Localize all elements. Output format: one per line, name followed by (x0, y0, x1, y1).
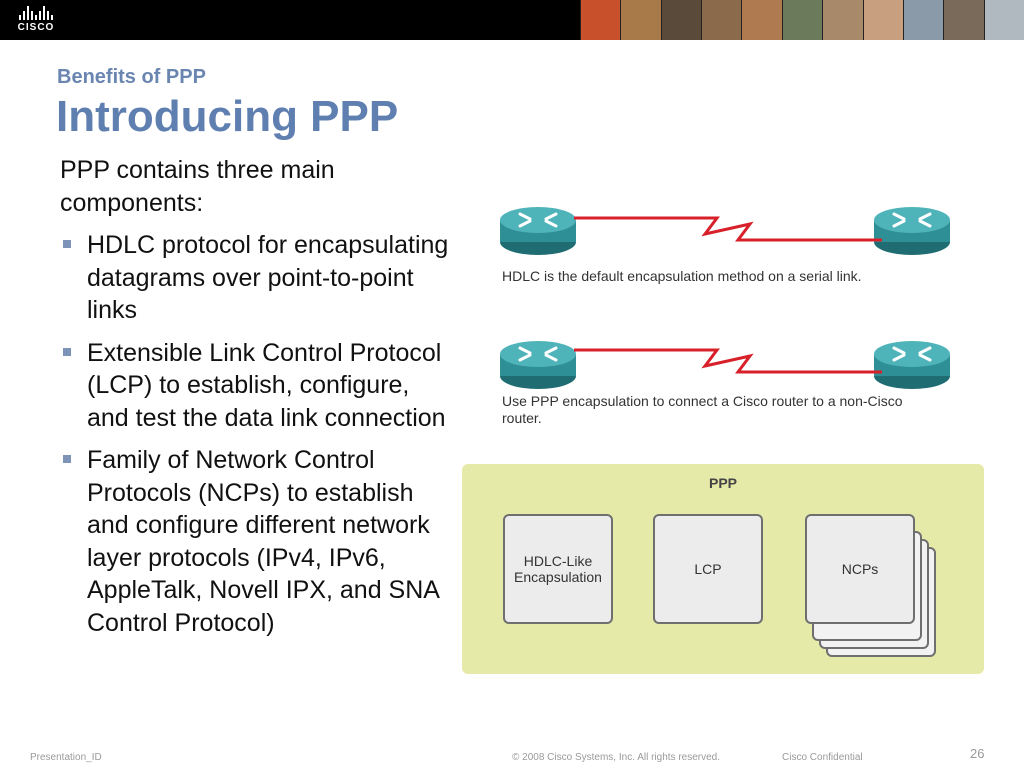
header-photo-tile (620, 0, 661, 40)
diagram-caption-hdlc: HDLC is the default encapsulation method… (502, 268, 862, 284)
router-icon (872, 339, 952, 391)
bullet-list: HDLC protocol for encapsulating datagram… (60, 229, 450, 639)
logo-text: CISCO (17, 22, 55, 33)
photo-strip (580, 0, 1024, 40)
confidential-label: Cisco Confidential (782, 752, 863, 763)
bullet-square-icon (63, 455, 71, 463)
serial-link-line (574, 348, 882, 374)
router-icon (872, 205, 952, 257)
header-photo-tile (781, 0, 823, 40)
header-photo-tile (701, 0, 742, 40)
page-number: 26 (970, 746, 985, 761)
header-photo-tile (741, 0, 782, 40)
header-photo-tile (660, 0, 702, 40)
bullet-square-icon (63, 347, 71, 356)
presentation-id: Presentation_ID (30, 752, 102, 763)
header-photo-tile (862, 0, 903, 40)
header-photo-tile (822, 0, 863, 40)
slide-body: PPP contains three main components: HDLC… (60, 154, 450, 649)
slide-subtitle: Benefits of PPP (57, 66, 206, 88)
ppp-panel-title: PPP (708, 475, 737, 491)
header-photo-tile (943, 0, 984, 40)
ppp-components-panel: PPP HDLC-Like Encapsulation LCP NCPs (462, 464, 984, 674)
serial-link-line (574, 216, 882, 242)
hdlc-encapsulation-box: HDLC-Like Encapsulation (503, 514, 613, 624)
cisco-logo: CISCO (14, 6, 58, 36)
network-diagram (498, 205, 952, 391)
bullet-item: Extensible Link Control Protocol (LCP) t… (60, 337, 450, 435)
ncps-box: NCPs (805, 514, 915, 624)
router-icon (498, 205, 578, 257)
header-photo-tile (983, 0, 1024, 40)
header-photo-tile (902, 0, 944, 40)
diagram-caption-ppp: Use PPP encapsulation to connect a Cisco… (502, 393, 903, 426)
bullet-square-icon (63, 240, 71, 248)
lcp-box: LCP (653, 514, 763, 624)
bullet-item: Family of Network Control Protocols (NCP… (60, 444, 450, 639)
bullet-item: HDLC protocol for encapsulating datagram… (60, 229, 450, 327)
slide-title: Introducing PPP (56, 92, 399, 141)
cisco-bridge-icon (14, 6, 58, 20)
header-photo-tile (580, 0, 621, 40)
router-icon (498, 339, 578, 391)
header-bar: CISCO (0, 0, 1024, 40)
copyright-text: © 2008 Cisco Systems, Inc. All rights re… (512, 752, 721, 763)
intro-text: PPP contains three main components: (60, 156, 335, 217)
